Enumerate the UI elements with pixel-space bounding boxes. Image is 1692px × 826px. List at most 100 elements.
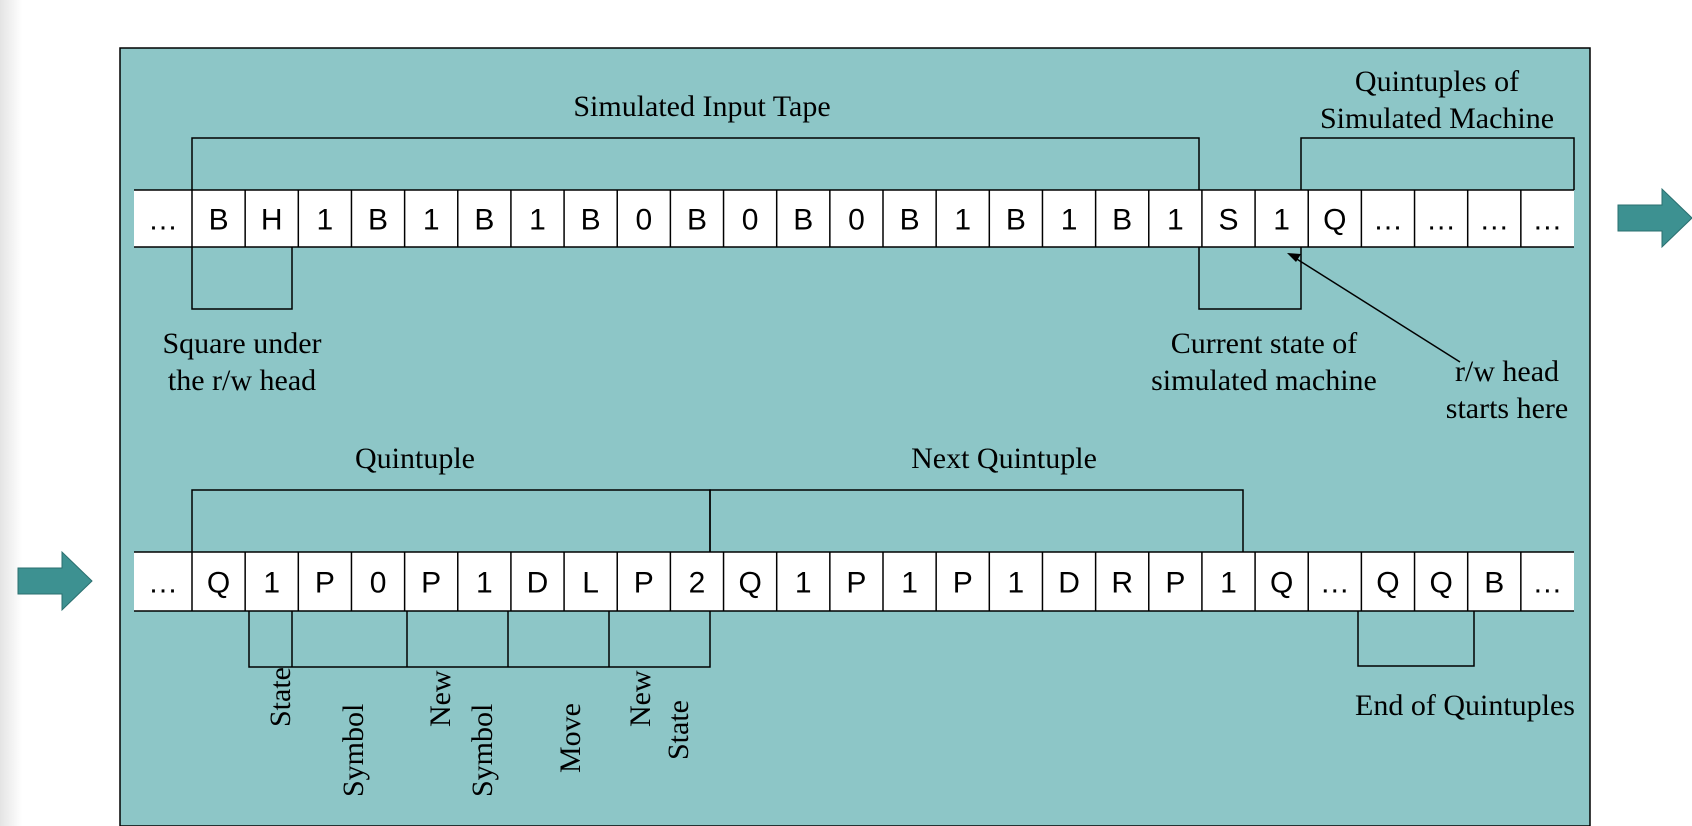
- tape-cell-symbol: B: [1112, 204, 1132, 237]
- bracket-current-state: [1198, 247, 1302, 310]
- tape-cell-symbol: S: [1218, 204, 1238, 237]
- tape-cell: 1: [775, 552, 812, 611]
- tape-cell-symbol: B: [474, 204, 494, 237]
- tape-cell-symbol: P: [953, 567, 973, 600]
- tape-cell: Q: [1360, 552, 1400, 611]
- tape-cell: …: [148, 567, 178, 600]
- tape-cell-symbol: P: [1165, 567, 1185, 600]
- label-square-line2: the r/w head: [168, 364, 316, 397]
- tape-cell: P: [829, 552, 866, 611]
- label-state: State: [264, 667, 297, 727]
- tape-cell: P: [1148, 552, 1185, 611]
- label-next-quintuple: Next Quintuple: [911, 442, 1097, 475]
- tape-cell: P: [616, 552, 654, 611]
- label-symbol: Symbol: [337, 704, 370, 797]
- tape-cell: …: [1360, 190, 1403, 247]
- tape-cell: 0: [616, 190, 652, 247]
- tape-cell: Q: [722, 552, 762, 611]
- tape-cell: 1: [1148, 190, 1184, 247]
- tape-cell: P: [403, 552, 441, 611]
- tape-cell-symbol: …: [1479, 204, 1509, 237]
- label-square-line1: Square under: [162, 327, 321, 360]
- tape-cell: Q: [191, 552, 230, 611]
- tape-cell-symbol: Q: [1323, 204, 1346, 237]
- tape-cell: Q: [1413, 552, 1453, 611]
- label-simulated-input-tape: Simulated Input Tape: [573, 90, 830, 123]
- tape-cell-symbol: 1: [317, 204, 334, 237]
- tape-cell-symbol: Q: [207, 567, 230, 600]
- label-new-state-line1: New: [624, 670, 657, 727]
- tape-cell: R: [1094, 552, 1133, 611]
- tape-cell-symbol: …: [1532, 567, 1562, 600]
- tape-cell-symbol: …: [148, 567, 178, 600]
- tape-cell-symbol: 1: [1061, 204, 1078, 237]
- bracket-simulated-input-tape: [191, 137, 1200, 190]
- tape-cell: B: [882, 190, 920, 247]
- tape-cell-symbol: 0: [848, 204, 865, 237]
- tape-cell: L: [563, 552, 599, 611]
- label-move: Move: [554, 703, 587, 773]
- bracket-square-under-head: [191, 247, 293, 310]
- tape-cell: 1: [1201, 552, 1237, 611]
- tape-cell-symbol: 1: [1008, 567, 1025, 600]
- right-arrow-icon: [1617, 187, 1692, 249]
- tape-cell-symbol: Q: [1429, 567, 1452, 600]
- bracket-next-quintuple: [709, 489, 1244, 552]
- tape-cell-symbol: B: [1006, 204, 1026, 237]
- bracket-end-of-quintuples: [1357, 611, 1475, 667]
- tape-background: [134, 190, 1574, 247]
- tape-cell-symbol: P: [315, 567, 335, 600]
- tape-cell: 0: [722, 190, 758, 247]
- tape-cell: B: [191, 190, 229, 247]
- tape-cell: 1: [297, 190, 334, 247]
- tape-cell-symbol: R: [1111, 567, 1133, 600]
- tape-cell: 0: [350, 552, 386, 611]
- labels: Simulated Input Tape Quintuples of Simul…: [162, 65, 1575, 797]
- rw-head-pointer-arrowhead: [1287, 253, 1301, 262]
- tape-cell-symbol: …: [1320, 567, 1350, 600]
- label-current-state-line1: Current state of: [1171, 327, 1358, 360]
- brackets-quintuple-fields: [248, 611, 711, 668]
- label-quintuple: Quintuple: [355, 442, 475, 475]
- tape-cell-symbol: 1: [529, 204, 546, 237]
- tape-cell: B: [1094, 190, 1132, 247]
- tape-cell-symbol: …: [1532, 204, 1562, 237]
- tape-cell: B: [1466, 552, 1504, 611]
- bracket-quintuples: [1300, 137, 1575, 190]
- tape-cell: …: [1520, 552, 1562, 611]
- brackets: [191, 137, 1575, 668]
- tape-cell-symbol: B: [793, 204, 813, 237]
- tape-cell: S: [1201, 190, 1239, 247]
- tape-cell: 1: [1254, 190, 1290, 247]
- tape-cell-symbol: Q: [1376, 567, 1399, 600]
- tape-cell: …: [1466, 190, 1509, 247]
- tape-cell: 1: [882, 552, 918, 611]
- tape-cell: …: [1413, 190, 1456, 247]
- tape-cell-symbol: 2: [689, 567, 706, 600]
- tape-cell-symbol: 1: [901, 567, 918, 600]
- tape-cell: 2: [669, 552, 706, 611]
- label-rw-head-line2: starts here: [1446, 392, 1568, 425]
- tape-cell-symbol: B: [687, 204, 707, 237]
- tape-cell: 1: [403, 190, 440, 247]
- label-new-state-line2: State: [662, 700, 695, 760]
- tape-cell: B: [350, 190, 388, 247]
- tape-cell-symbol: 1: [1167, 204, 1184, 237]
- tape-cell-symbol: B: [209, 204, 229, 237]
- left-arrow-icon: [17, 550, 93, 612]
- tape-cell: P: [297, 552, 335, 611]
- tape-cell-symbol: …: [1373, 204, 1403, 237]
- tape-cell: 1: [988, 552, 1025, 611]
- tape-cell-symbol: D: [527, 567, 549, 600]
- tape-cell: …: [1307, 552, 1350, 611]
- tape-cell: H: [244, 190, 283, 247]
- rw-head-pointer-line: [1291, 255, 1461, 363]
- tape-cell: B: [988, 190, 1026, 247]
- tape-cell: P: [935, 552, 973, 611]
- tape-cell-symbol: B: [368, 204, 388, 237]
- tape-cell-symbol: P: [846, 567, 866, 600]
- tape-cell: B: [457, 190, 494, 247]
